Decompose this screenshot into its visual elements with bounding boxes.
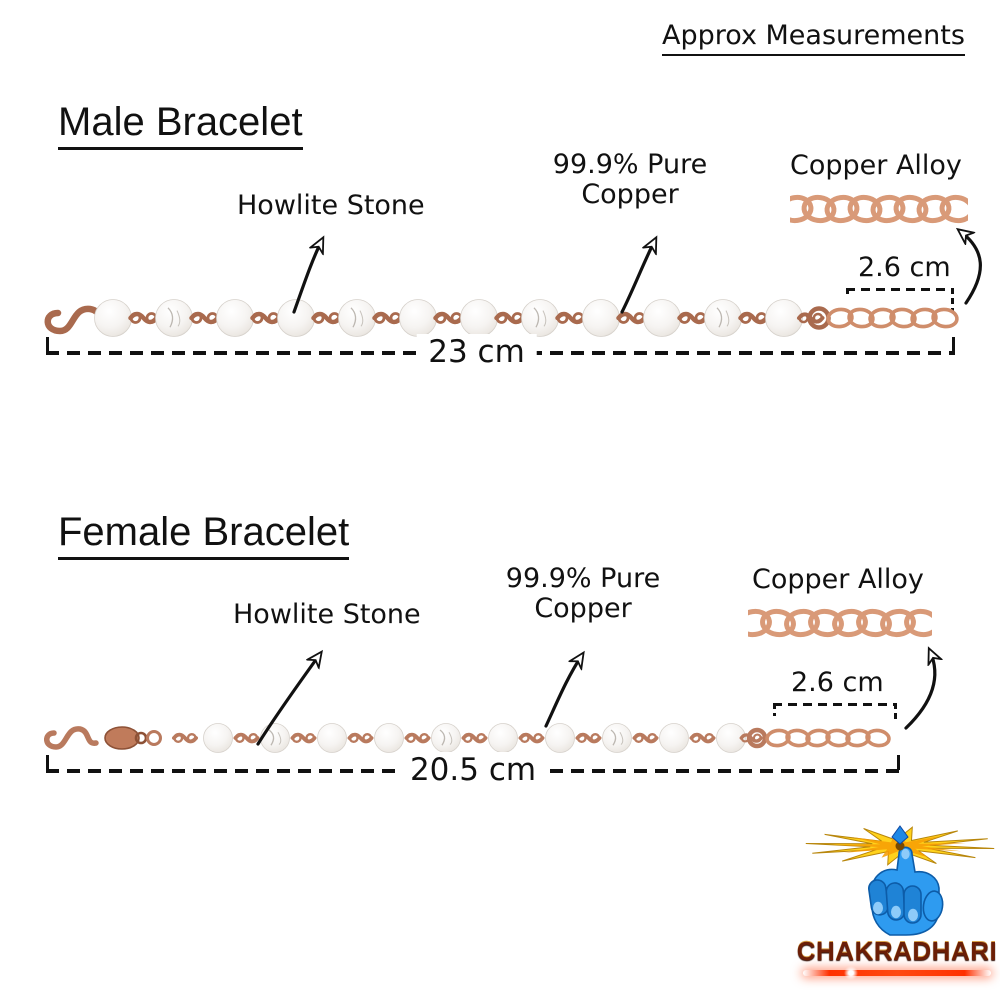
- male-length-label: 23 cm: [416, 334, 537, 370]
- female-alloy-arrow: [904, 651, 935, 730]
- bracket-right-stub: [951, 288, 954, 312]
- bracket-top-line: [773, 703, 897, 706]
- female-length-measure: 20.5 cm: [46, 752, 900, 788]
- male-copper-alloy-label: Copper Alloy: [790, 150, 962, 181]
- fingernail: [873, 901, 883, 915]
- male-extension-length-label: 2.6 cm: [858, 252, 951, 283]
- hand-spinning-chakra-icon: [805, 825, 995, 936]
- female-length-label: 20.5 cm: [397, 752, 549, 788]
- bracket-right-stub: [894, 703, 897, 723]
- measure-left-tick: [46, 337, 49, 352]
- male-bracelet-heading: Male Bracelet: [58, 100, 303, 150]
- measure-right-tick: [897, 755, 900, 770]
- female-pure-copper-label: 99.9% Pure Copper: [505, 563, 661, 625]
- male-pure-copper-label: 99.9% Pure Copper: [552, 149, 708, 211]
- measure-right-tick: [952, 337, 955, 352]
- female-extension-length-label: 2.6 cm: [791, 667, 884, 698]
- bracket-left-stub: [846, 288, 849, 297]
- female-howlite-stone-label: Howlite Stone: [233, 599, 421, 630]
- female-bracelet-heading: Female Bracelet: [58, 510, 350, 560]
- index-fingernail: [901, 848, 910, 860]
- brand-glow-line: [803, 966, 991, 980]
- female-bracelet-photo: [44, 723, 891, 753]
- thumb: [922, 890, 944, 922]
- female-copper-alloy-chain-photo: [748, 608, 932, 638]
- male-alloy-arrow: [960, 231, 982, 305]
- fingernail: [908, 908, 918, 922]
- bracket-left-stub: [773, 703, 776, 716]
- male-bracelet-photo: [44, 299, 959, 337]
- brand-name: CHAKRADHARI: [796, 936, 998, 966]
- male-howlite-stone-label: Howlite Stone: [237, 190, 425, 221]
- fingernail: [891, 905, 901, 919]
- male-length-measure: 23 cm: [46, 334, 955, 370]
- female-extension-bracket: [773, 703, 897, 727]
- approx-measurements-title: Approx Measurements: [662, 20, 965, 56]
- measure-left-tick: [46, 755, 49, 770]
- male-copper-alloy-chain-photo: [790, 194, 968, 224]
- bracket-top-line: [846, 288, 954, 291]
- male-extension-bracket: [846, 288, 954, 314]
- brand-logo: CHAKRADHARI: [796, 820, 998, 980]
- glow-spark: [844, 966, 859, 980]
- female-copper-alloy-label: Copper Alloy: [752, 564, 924, 595]
